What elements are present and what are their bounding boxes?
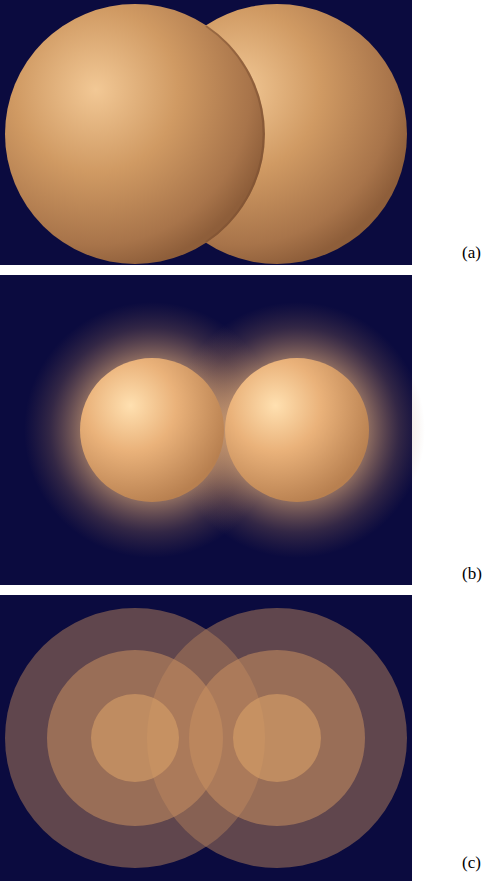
inner-core: [91, 694, 179, 782]
middle-shell: [189, 650, 365, 826]
panel-label: (c): [462, 853, 481, 873]
panel-background: [0, 595, 412, 881]
panel-label: (a): [462, 243, 481, 263]
panel-background: [0, 0, 412, 265]
sphere-seam: [206, 26, 264, 242]
sphere: [225, 358, 369, 502]
sphere: [80, 358, 224, 502]
panel-label: (b): [462, 564, 482, 584]
sphere: [5, 4, 265, 264]
inner-core: [233, 694, 321, 782]
